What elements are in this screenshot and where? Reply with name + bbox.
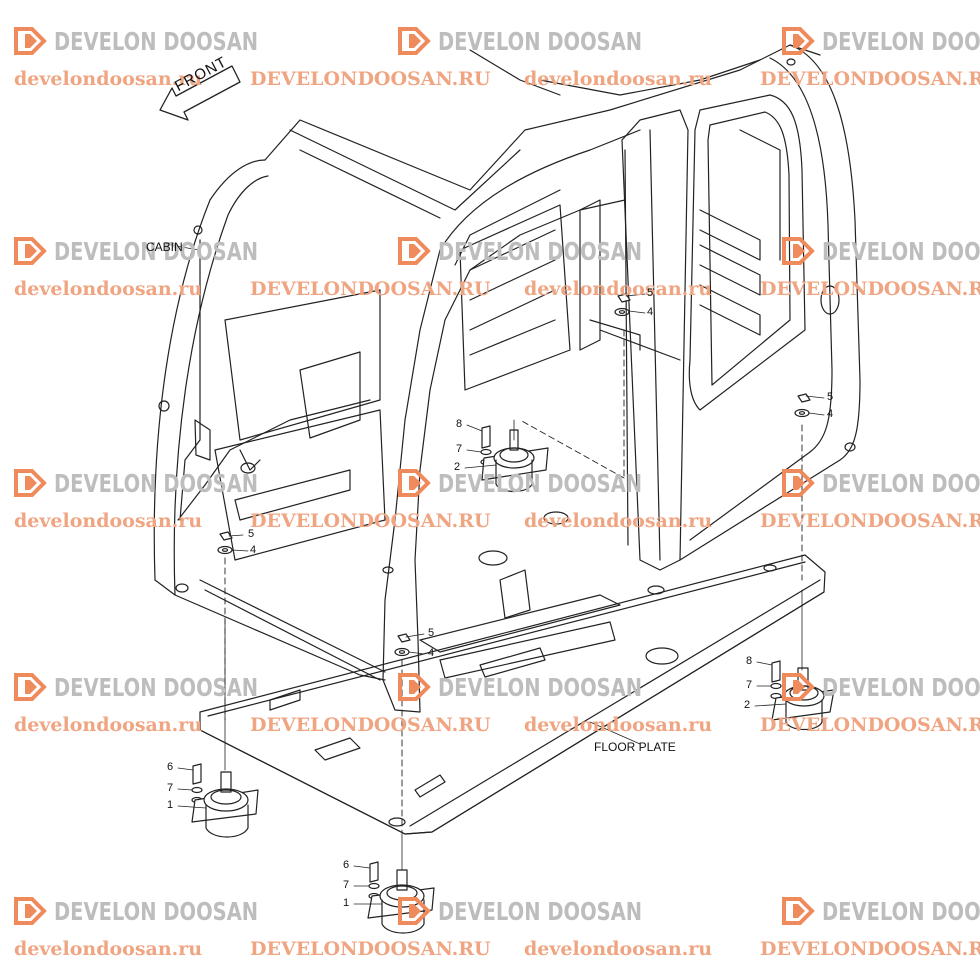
callout-4: 4 — [250, 544, 257, 556]
mount-left — [191, 763, 259, 838]
callout-1: 1 — [167, 799, 174, 811]
mount-front — [367, 861, 435, 934]
callout-6: 6 — [167, 761, 174, 773]
cabin-label: CABIN — [146, 240, 183, 254]
callout-7: 7 — [746, 679, 753, 691]
mount-right — [770, 660, 835, 731]
callout-1: 1 — [343, 897, 350, 909]
callout-5: 5 — [827, 391, 834, 403]
callout-7: 7 — [167, 782, 174, 794]
callout-4: 4 — [827, 408, 834, 420]
callout-2: 2 — [454, 461, 461, 473]
callout-leaders — [174, 245, 825, 905]
callout-7: 7 — [456, 443, 463, 455]
callout-6: 6 — [343, 859, 350, 871]
callout-8: 8 — [746, 655, 753, 667]
floor-plate-drawing — [199, 511, 826, 835]
floor-plate-label: FLOOR PLATE — [594, 740, 676, 754]
front-arrow — [159, 65, 241, 121]
callout-8: 8 — [456, 418, 463, 430]
callout-2: 2 — [744, 699, 751, 711]
callout-5: 5 — [248, 528, 255, 540]
mount-center — [480, 425, 549, 493]
callout-7: 7 — [343, 879, 350, 891]
callout-4: 4 — [647, 306, 654, 318]
callout-5: 5 — [647, 287, 654, 299]
cabin-drawing — [153, 44, 861, 713]
callout-4: 4 — [428, 647, 435, 659]
callout-5: 5 — [428, 627, 435, 639]
